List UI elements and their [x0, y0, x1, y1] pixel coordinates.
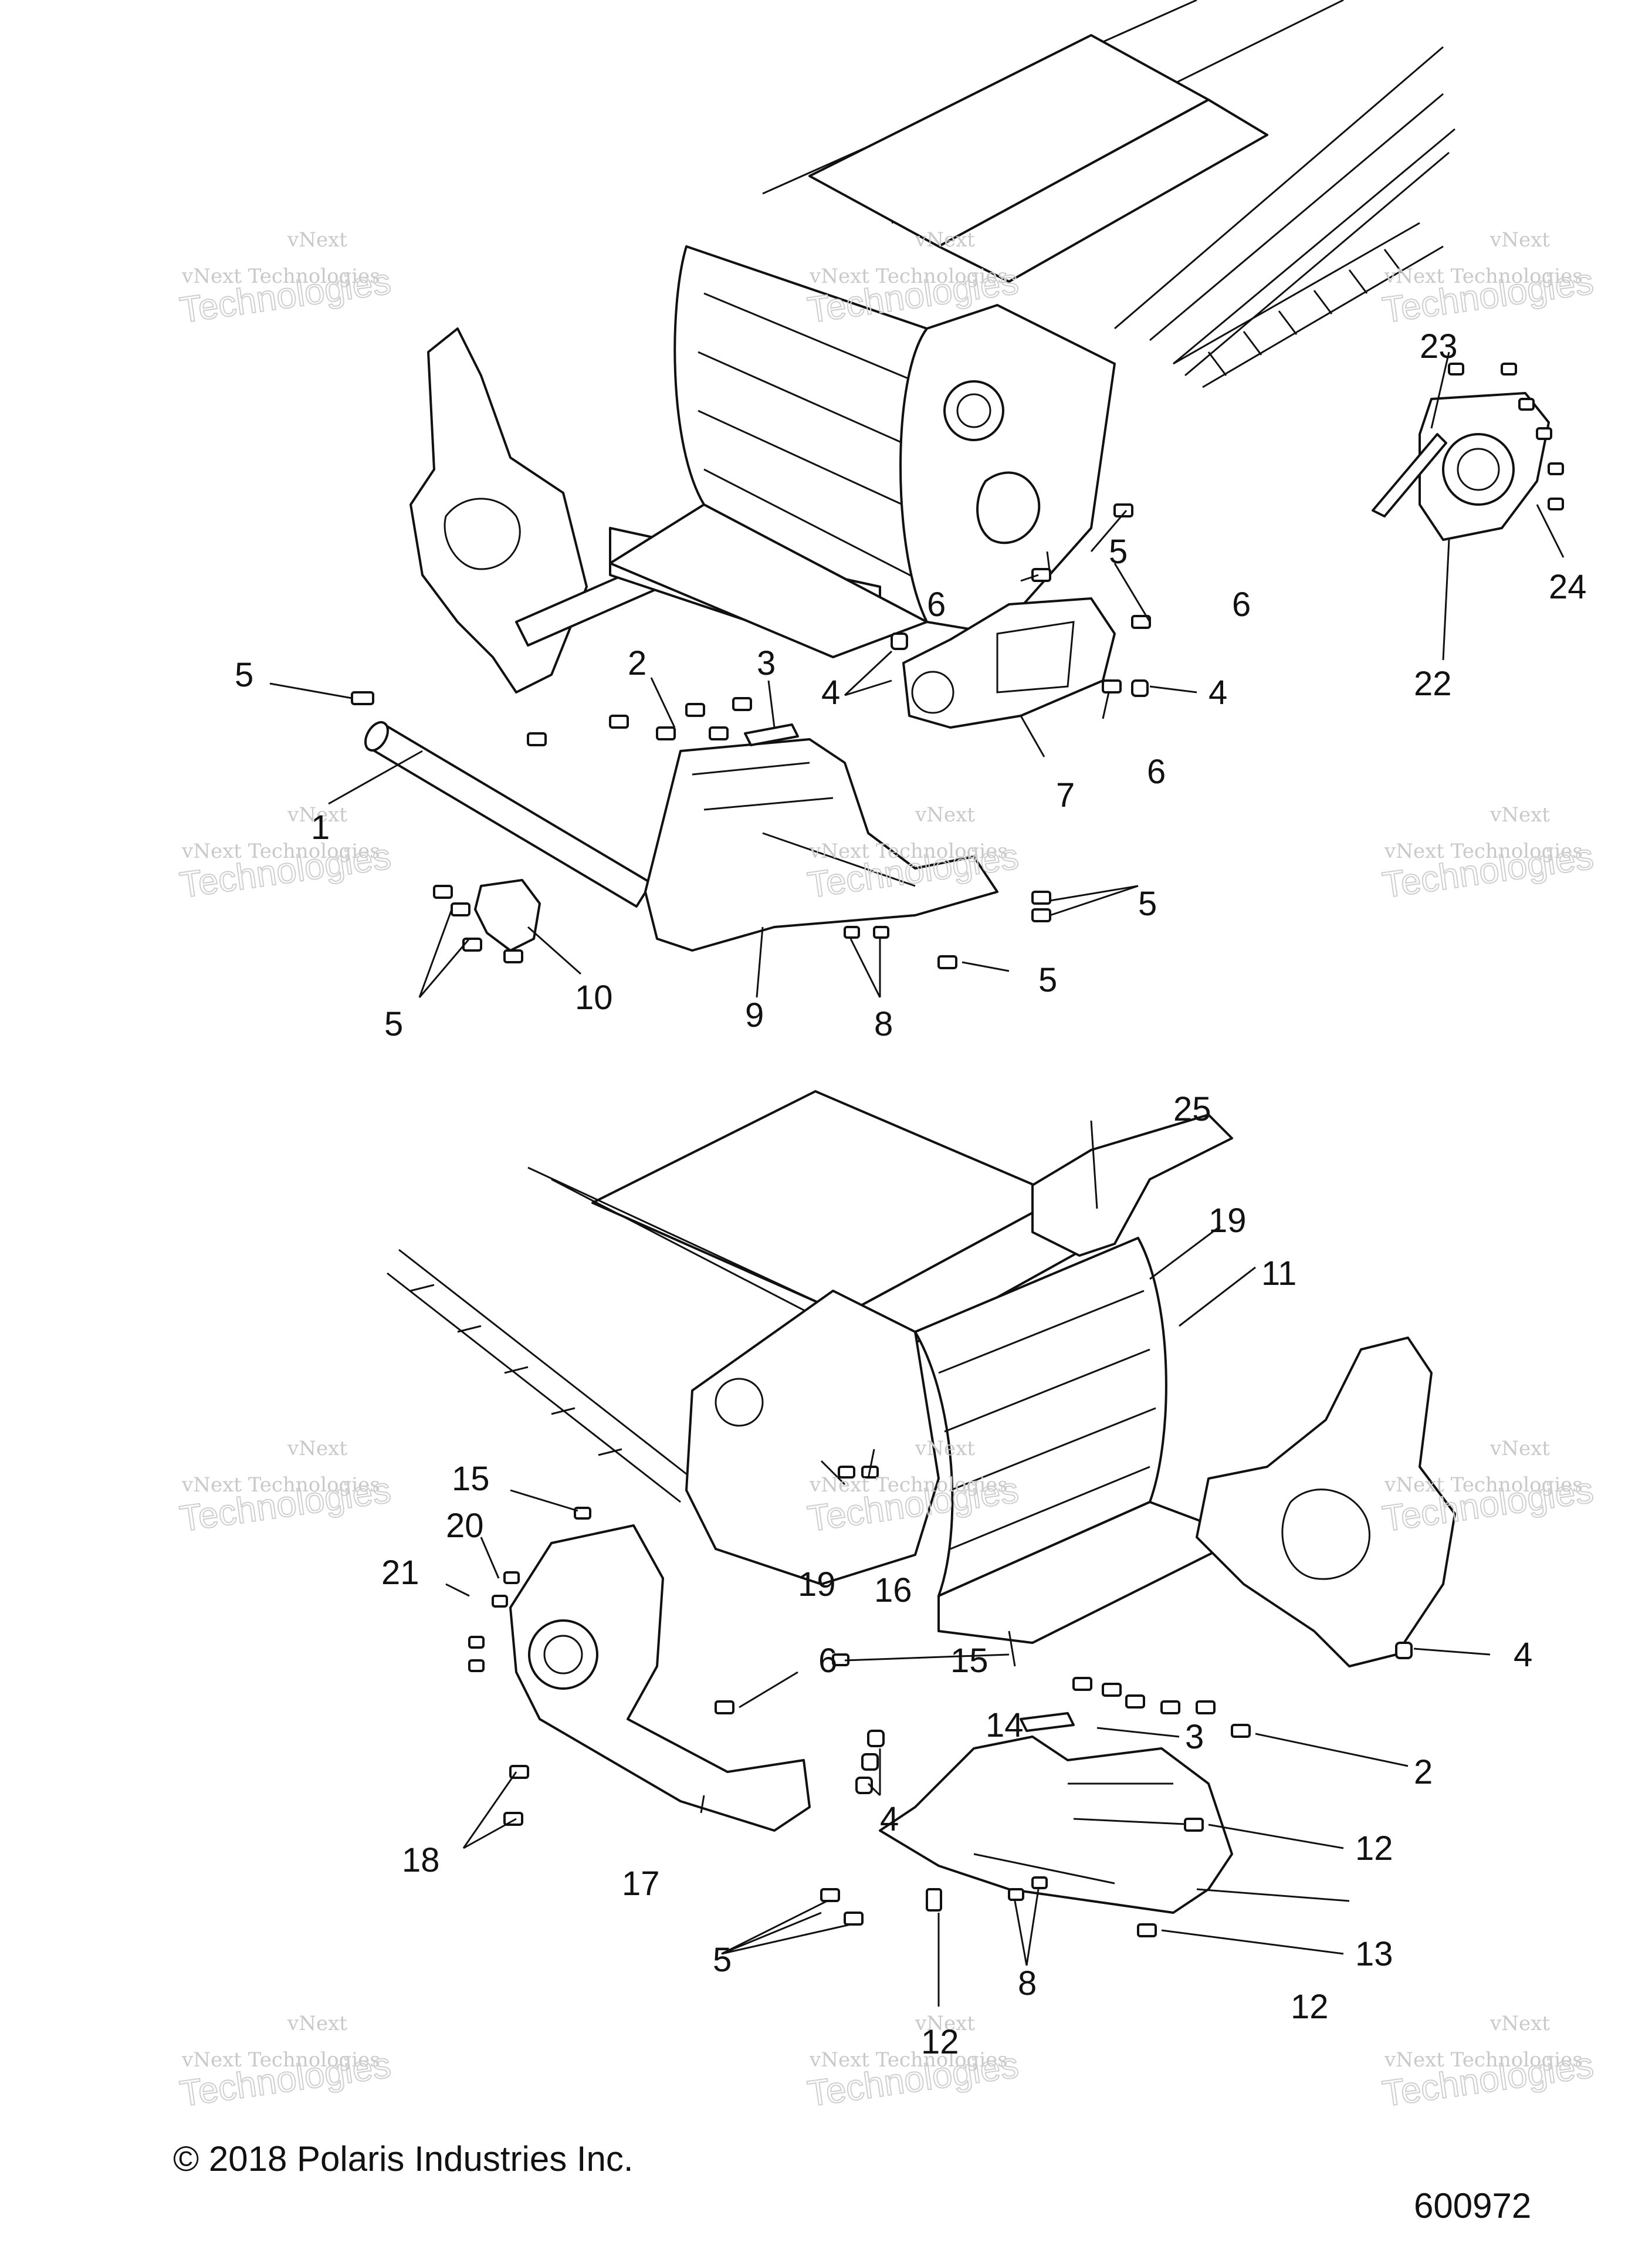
watermark: vNext vNext Technologies Technologies [1379, 2012, 1596, 2115]
callout-6: 6 [1147, 753, 1166, 791]
bolt-set-bottom [468, 1466, 1413, 1937]
callout-18: 18 [402, 1841, 440, 1879]
callout-5: 5 [1109, 533, 1128, 571]
strap-part-23 [1372, 433, 1447, 517]
chaincase-part-17 [509, 1524, 811, 1832]
callout-6: 6 [818, 1642, 837, 1680]
watermark: vNext vNext Technologies Technologies [804, 1437, 1021, 1540]
front-frame-part-9 [644, 738, 998, 952]
callout-2: 2 [1414, 1753, 1433, 1791]
svg-text:vNext: vNext [1489, 2012, 1550, 2035]
drawing-number: 600972 [1414, 2186, 1531, 2225]
svg-text:vNext: vNext [1489, 803, 1550, 827]
footer: © 2018 Polaris Industries Inc. 600972 [173, 2139, 1531, 2225]
callout-4: 4 [880, 1800, 899, 1838]
callout-22: 22 [1414, 665, 1452, 703]
watermark: vNext vNext Technologies Technologies [1379, 803, 1596, 906]
callout-13: 13 [1355, 1935, 1393, 1973]
callout-12: 12 [921, 2023, 959, 2061]
svg-text:vNext Technologies: vNext Technologies [809, 265, 1008, 288]
bottom-chassis-assembly [387, 1090, 1456, 1667]
callout-12: 12 [1355, 1829, 1393, 1868]
svg-text:vNext: vNext [915, 2012, 975, 2035]
callout-15: 15 [950, 1642, 989, 1680]
bottom-callouts: 25 19 11 15 20 21 19 16 6 15 14 4 3 2 12… [381, 1090, 1532, 2061]
callout-1: 1 [311, 808, 330, 847]
callout-16: 16 [874, 1571, 912, 1609]
copyright-text: © 2018 Polaris Industries Inc. [173, 2139, 634, 2178]
watermark: vNext vNext Technologies Technologies [804, 2012, 1021, 2115]
callout-6: 6 [927, 586, 946, 624]
callout-3: 3 [757, 644, 776, 682]
callout-19: 19 [1208, 1202, 1247, 1240]
callout-9: 9 [745, 996, 764, 1034]
callout-5: 5 [713, 1941, 732, 1979]
bracket-part-7 [902, 597, 1116, 729]
callout-14: 14 [986, 1706, 1024, 1744]
callout-2: 2 [628, 644, 646, 682]
bottom-loose-parts [468, 1466, 1413, 1937]
bolt-set [351, 363, 1564, 969]
plate-part-3b [1020, 1712, 1075, 1732]
callout-4: 4 [1514, 1636, 1532, 1674]
callout-5: 5 [1038, 961, 1057, 999]
svg-text:vNext: vNext [287, 2012, 347, 2035]
svg-text:vNext: vNext [915, 803, 975, 827]
callout-5: 5 [235, 656, 253, 694]
watermark: vNext vNext Technologies Technologies [1379, 228, 1596, 331]
svg-text:vNext: vNext [915, 1437, 975, 1460]
callout-15: 15 [452, 1460, 490, 1498]
svg-text:vNext: vNext [287, 1437, 347, 1460]
svg-text:vNext: vNext [1489, 1437, 1550, 1460]
svg-text:vNext Technologies: vNext Technologies [181, 840, 380, 863]
callout-6: 6 [1232, 586, 1251, 624]
watermark: vNext vNext Technologies Technologies [177, 803, 394, 906]
svg-text:vNext Technologies: vNext Technologies [1384, 840, 1583, 863]
callout-12: 12 [1291, 1988, 1329, 2026]
plate-part-3 [744, 723, 799, 746]
svg-text:vNext Technologies: vNext Technologies [809, 2048, 1008, 2072]
callout-8: 8 [874, 1005, 893, 1043]
callout-5: 5 [384, 1005, 403, 1043]
watermark: vNext vNext Technologies Technologies [177, 228, 394, 331]
callout-3: 3 [1185, 1718, 1204, 1756]
svg-text:vNext Technologies: vNext Technologies [1384, 1473, 1583, 1497]
callout-25: 25 [1173, 1090, 1211, 1128]
watermarks: vNext vNext Technologies Technologies vN… [177, 228, 1596, 2115]
svg-text:vNext Technologies: vNext Technologies [809, 1473, 1008, 1497]
callout-10: 10 [575, 979, 613, 1017]
callout-20: 20 [446, 1507, 484, 1545]
watermark: vNext vNext Technologies Technologies [177, 2012, 394, 2115]
svg-text:vNext Technologies: vNext Technologies [1384, 2048, 1583, 2072]
callout-4: 4 [821, 674, 840, 712]
top-chassis-assembly [409, 0, 1455, 694]
svg-text:vNext: vNext [287, 803, 347, 827]
callout-23: 23 [1420, 327, 1458, 366]
callout-19: 19 [798, 1565, 836, 1604]
svg-text:vNext Technologies: vNext Technologies [181, 2048, 380, 2072]
svg-text:vNext: vNext [287, 228, 347, 252]
callout-7: 7 [1056, 776, 1075, 814]
leader-lines [269, 351, 1565, 2007]
bracket-part-10 [474, 879, 541, 952]
watermark: vNext vNext Technologies Technologies [177, 1437, 394, 1540]
svg-text:vNext Technologies: vNext Technologies [181, 265, 380, 288]
callout-24: 24 [1549, 568, 1587, 606]
svg-text:vNext Technologies: vNext Technologies [1384, 265, 1583, 288]
svg-text:vNext Technologies: vNext Technologies [809, 840, 1008, 863]
svg-text:vNext: vNext [915, 228, 975, 252]
callout-5: 5 [1138, 885, 1157, 923]
callout-8: 8 [1018, 1964, 1037, 2002]
callout-17: 17 [622, 1865, 660, 1903]
callout-21: 21 [381, 1554, 419, 1592]
callout-11: 11 [1261, 1254, 1296, 1293]
callout-4: 4 [1208, 674, 1227, 712]
top-loose-parts [351, 363, 1564, 969]
top-callouts: 1 2 3 4 4 5 5 5 5 5 6 6 6 7 8 9 10 22 23… [235, 327, 1587, 1043]
svg-text:vNext Technologies: vNext Technologies [181, 1473, 380, 1497]
svg-text:vNext: vNext [1489, 228, 1550, 252]
tube-part-1 [368, 723, 652, 908]
